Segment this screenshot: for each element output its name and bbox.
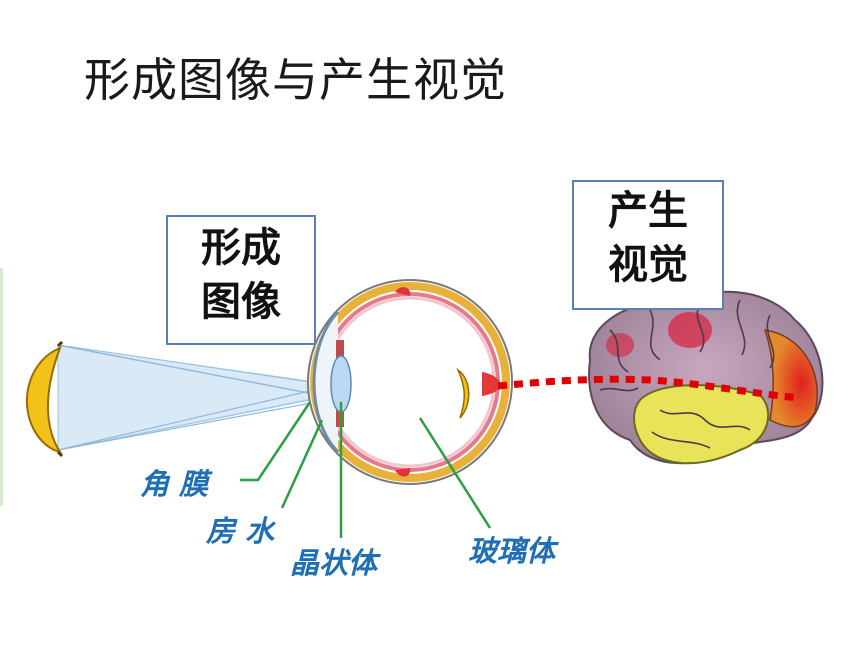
form-box-line2: 图像: [201, 279, 281, 325]
form-box-line1: 形成: [201, 225, 281, 271]
slide-title: 形成图像与产生视觉: [84, 53, 507, 107]
label-vitreous-body: 玻璃体: [468, 534, 556, 568]
sense-box-line2: 视觉: [608, 242, 688, 288]
produce-vision-box: 产生 视觉: [572, 180, 724, 310]
banana-object: [25, 340, 64, 458]
brain: [588, 290, 824, 465]
left-edge-strip: [0, 268, 3, 506]
form-image-box: 形成 图像: [166, 215, 316, 345]
label-lens: 晶状体: [290, 546, 378, 580]
label-cornea: 角 膜: [140, 467, 209, 501]
label-aqueous-humor: 房 水: [206, 514, 275, 548]
pointer-lines: [240, 401, 492, 538]
sense-box-line1: 产生: [608, 188, 688, 234]
nerve-pathway: [497, 375, 801, 402]
eyeball: [307, 279, 513, 485]
